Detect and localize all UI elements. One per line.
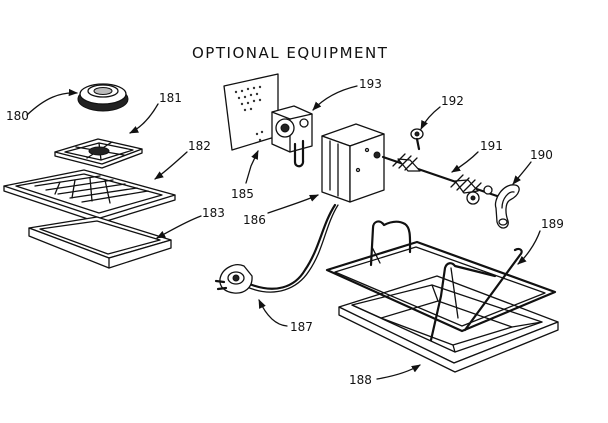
label-181: 181 [159, 91, 182, 105]
label-191: 191 [480, 139, 503, 153]
part-191-spit [381, 153, 499, 205]
label-182: 182 [188, 139, 211, 153]
label-189: 189 [541, 217, 564, 231]
part-187-cord [214, 203, 339, 294]
part-labels: 180 181 182 183 185 186 187 188 189 190 … [6, 77, 564, 387]
part-182-broil-grid [3, 169, 176, 224]
label-185: 185 [231, 187, 254, 201]
label-190: 190 [530, 148, 553, 162]
label-192: 192 [441, 94, 464, 108]
label-187: 187 [290, 320, 313, 334]
part-193-motor [271, 105, 313, 168]
part-190-handle [494, 184, 520, 229]
part-185-mounting-plate [223, 73, 279, 151]
label-188: 188 [349, 373, 372, 387]
label-193: 193 [359, 77, 382, 91]
part-189-roasting-rack [325, 220, 557, 342]
leader-lines [26, 85, 541, 380]
label-183: 183 [202, 206, 225, 220]
part-192-thumbscrew [410, 128, 424, 151]
part-180-cap [77, 83, 129, 112]
diagram-title: OPTIONAL EQUIPMENT [192, 44, 388, 62]
part-183-broil-pan [28, 216, 172, 269]
label-180: 180 [6, 109, 29, 123]
part-181-rack [54, 138, 143, 169]
part-186-rotisserie-box [321, 123, 385, 203]
label-186: 186 [243, 213, 266, 227]
